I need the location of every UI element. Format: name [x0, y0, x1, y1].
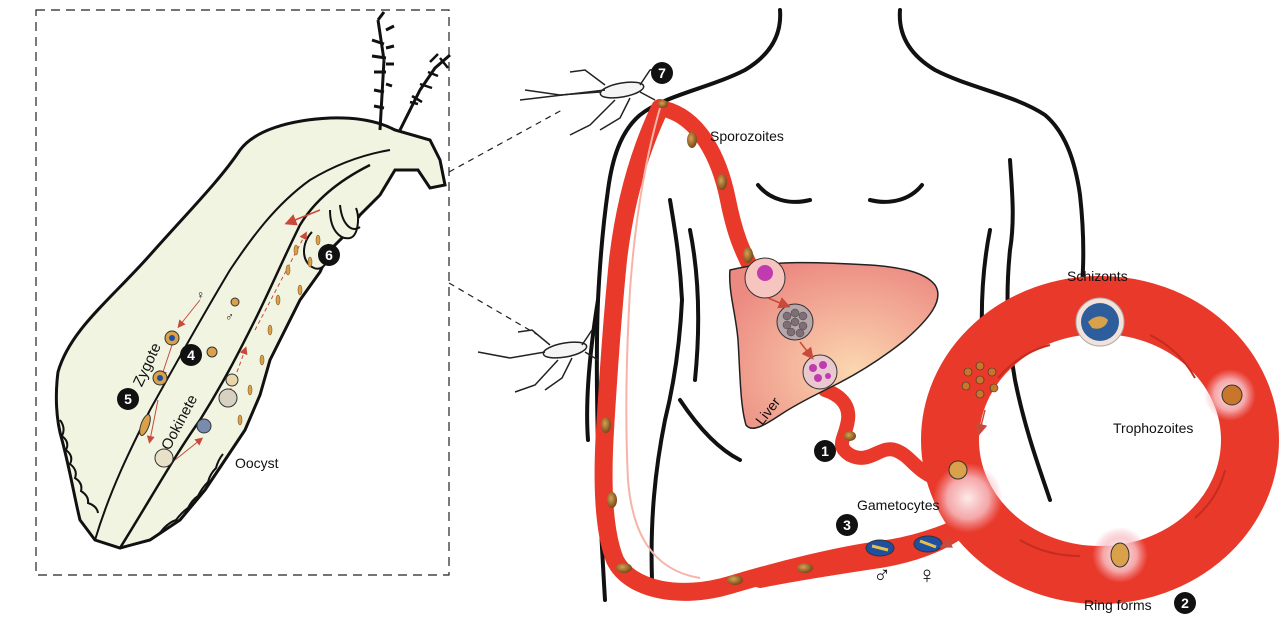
- mosquito-upper: [520, 68, 660, 135]
- oocyst-label: Oocyst: [235, 455, 279, 471]
- inset-female-symbol: ♀: [196, 288, 205, 302]
- inset-male-symbol: ♂: [225, 310, 234, 324]
- stage-number-5: 5: [117, 388, 139, 410]
- sporozoites-label: Sporozoites: [710, 128, 784, 144]
- connector-line-bottom: [449, 283, 538, 335]
- trophozoites-label: Trophozoites: [1113, 420, 1193, 436]
- stage-number-2: 2: [1174, 592, 1196, 614]
- mosquito-lower: [478, 330, 598, 392]
- liver-organ: [730, 258, 938, 428]
- connector-line-top: [449, 110, 562, 172]
- ring-forms-label: Ring forms: [1084, 597, 1152, 613]
- stage-number-3: 3: [836, 514, 858, 536]
- stage-number-7: 7: [651, 62, 673, 84]
- stage-number-4: 4: [180, 344, 202, 366]
- schizonts-label: Schizonts: [1067, 268, 1128, 284]
- female-symbol: ♀: [918, 562, 936, 590]
- male-symbol: ♂: [873, 562, 891, 590]
- stage-number-1: 1: [814, 440, 836, 462]
- stage-number-6: 6: [318, 244, 340, 266]
- gametocytes-label: Gametocytes: [857, 497, 939, 513]
